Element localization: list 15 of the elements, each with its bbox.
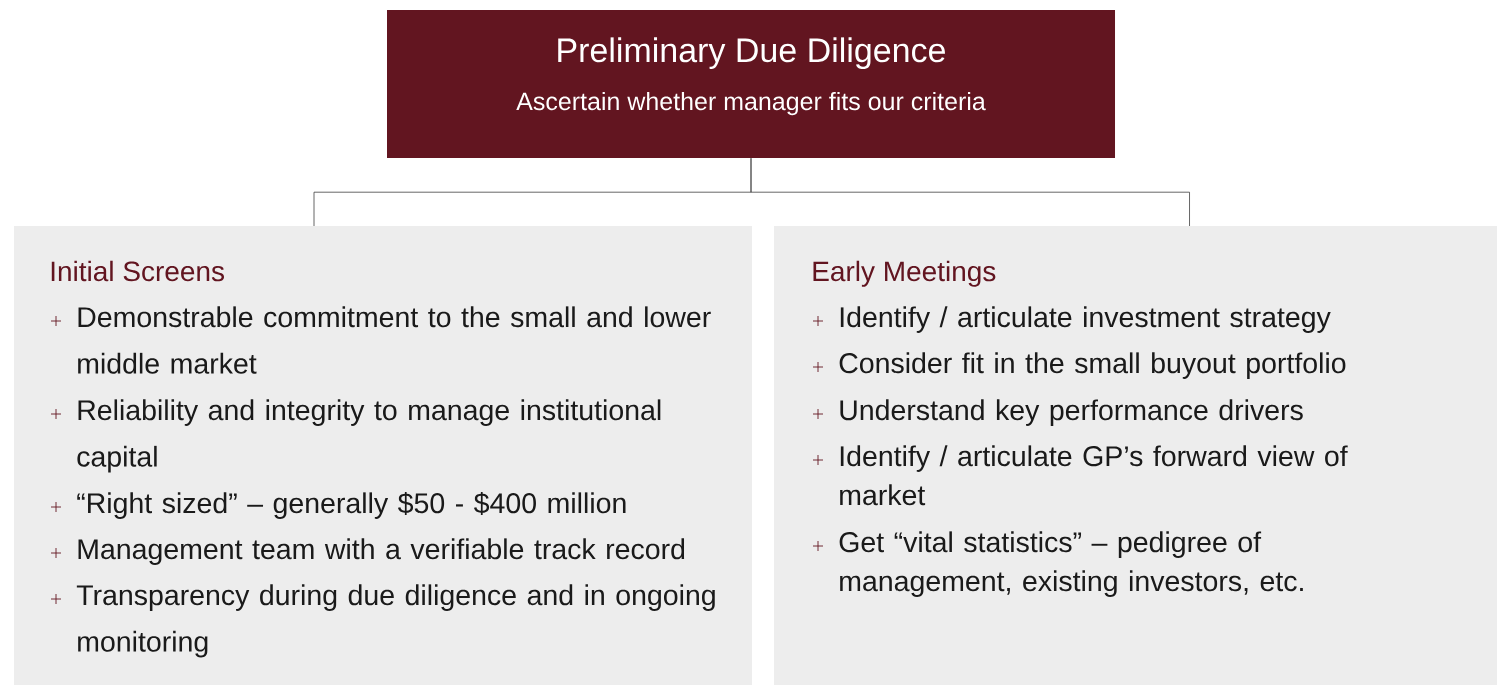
bullet-text: Understand key performance drivers <box>840 399 1303 426</box>
connector-line <box>750 157 1190 227</box>
panel-heading: Initial Screens <box>51 260 224 282</box>
title: Preliminary Due Diligence <box>558 37 945 70</box>
bullet-text: Get “vital statistics” – pedigree of management, existing investors, etc. <box>839 531 1303 597</box>
bullet-text: Transparency during due diligence and in ongoing monitoring <box>76 584 715 658</box>
bullet-text: Identify / articulate GP’s forward view of market <box>840 445 1348 506</box>
subtitle: Ascertain whether manager fits our criteria <box>516 91 986 116</box>
bullet-text: Consider fit in the small buyout portfolio <box>839 352 1346 379</box>
bullet-text: “Right sized” – generally $50 - $400 million <box>77 491 626 519</box>
panel-heading: Early Meetings <box>813 260 996 287</box>
bullet-text: Management team with a verifiable track record <box>78 538 685 565</box>
bullet-text: Reliability and integrity to manage institutional capital <box>77 399 661 473</box>
bullet-text: Demonstrable commitment to the small and lower middle market <box>78 306 711 374</box>
bullet-text: Identify / articulate investment strategy <box>840 306 1331 333</box>
